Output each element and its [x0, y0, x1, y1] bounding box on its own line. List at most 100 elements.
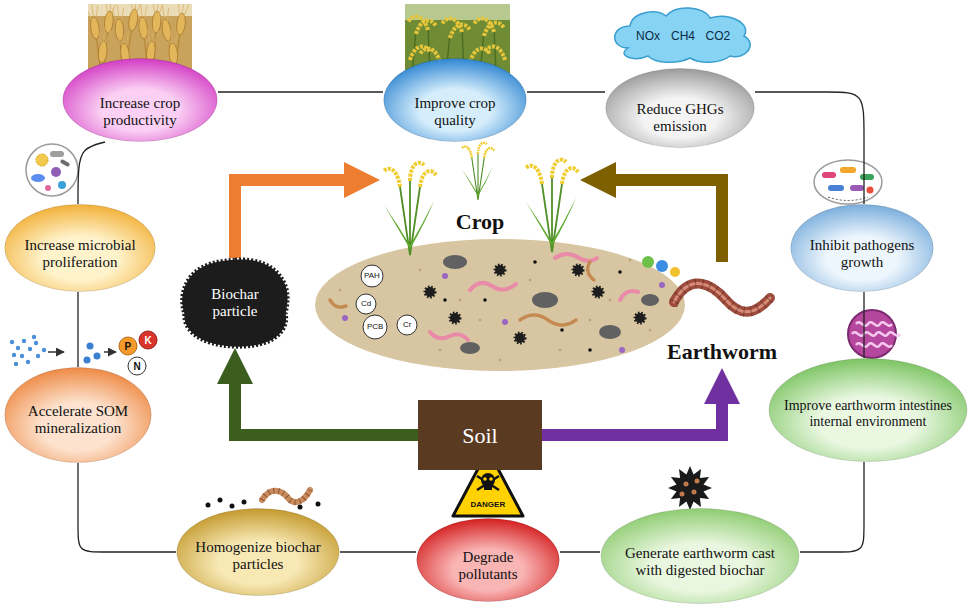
rice-photo	[485, 46, 505, 60]
soil-oval	[641, 294, 659, 306]
effect-ellipse: Improve earthworm intestines internal en…	[768, 358, 968, 462]
soil-oval	[502, 319, 508, 325]
soil-oval	[588, 348, 592, 352]
intestine-icon	[856, 343, 892, 346]
soil-oval	[515, 333, 525, 343]
text-wrap: Accelerate SOM mineralization	[21, 403, 136, 438]
som-icon	[42, 348, 46, 352]
digested-biochar-icon	[668, 466, 712, 510]
soil-oval	[339, 259, 652, 362]
loop-line	[560, 551, 600, 552]
node-text: Soil	[424, 423, 536, 448]
flow-arrow	[235, 384, 418, 435]
soil-oval	[529, 279, 532, 282]
pathogen-icon	[840, 167, 856, 173]
pathogen-icon	[822, 172, 836, 178]
microbe-icon	[50, 151, 64, 157]
som-icon	[84, 357, 91, 364]
som-icon	[10, 335, 46, 366]
loop-line	[78, 463, 176, 552]
som-icon	[139, 331, 157, 349]
soil-oval	[642, 256, 654, 268]
soil-oval	[363, 315, 387, 339]
som-icon	[32, 335, 36, 339]
worm-icon	[316, 502, 321, 507]
worm-icon	[230, 504, 235, 509]
text-wrap: Biochar particle	[195, 286, 275, 321]
ellipse-shape	[177, 508, 339, 595]
soil-oval	[339, 289, 342, 292]
microbe-icon	[58, 181, 66, 189]
ellipse-shape	[384, 58, 527, 141]
soil-oval	[430, 332, 468, 340]
node-text: Improve earthworm intestines internal en…	[781, 398, 956, 430]
pathogen-icon	[860, 174, 874, 180]
ellipse-shape	[63, 58, 217, 141]
symbol-label: Cr	[403, 321, 411, 330]
flow-arrow	[616, 180, 722, 262]
soil-oval	[656, 260, 668, 272]
text-wrap: Degrade pollutants	[438, 549, 538, 584]
worm-icon	[262, 490, 310, 502]
soil-oval	[659, 282, 665, 288]
rice-photo	[408, 16, 428, 30]
text-wrap: Generate earthworm cast with digested bi…	[615, 545, 785, 580]
symbol-label: P	[125, 341, 132, 352]
soil-oval	[315, 239, 685, 371]
pathogen-icon	[814, 160, 882, 204]
loop-line	[78, 142, 105, 204]
som-icon	[94, 353, 101, 360]
soil-oval	[315, 239, 685, 371]
ellipse-shape	[5, 367, 152, 462]
node-text: Generate earthworm cast with digested bi…	[615, 545, 785, 580]
som-icon	[128, 357, 146, 375]
text-wrap: Improve earthworm intestines internal en…	[781, 398, 956, 430]
som-icon	[20, 354, 24, 358]
worm-icon	[206, 503, 211, 508]
microbe-icon	[51, 167, 61, 177]
symbol-label: K	[145, 335, 152, 346]
symbol-label: CH4	[671, 30, 695, 43]
danger-sign	[483, 477, 487, 481]
symbol-label: NOx	[636, 30, 660, 43]
som-icon	[12, 353, 16, 357]
soil-node: Soil	[418, 400, 542, 470]
effect-ellipse: Improve crop quality	[383, 58, 527, 142]
soil-oval	[342, 315, 348, 321]
loop-line	[527, 91, 605, 92]
som-icon	[87, 343, 94, 350]
rice-plants	[384, 163, 436, 255]
soil-oval	[555, 254, 597, 261]
effect-ellipse: Degrade pollutants	[416, 518, 560, 602]
soil-oval	[533, 260, 537, 264]
node-text: Reduce GHGs emission	[625, 101, 735, 136]
digested-biochar-icon	[684, 482, 689, 487]
loop-line	[340, 551, 416, 552]
effect-ellipse: Generate earthworm cast with digested bi…	[600, 508, 800, 604]
flow-arrow	[235, 180, 344, 258]
som-icon	[28, 347, 32, 351]
text-wrap: Improve crop quality	[400, 95, 510, 130]
intestine-icon	[848, 310, 900, 358]
soil-oval	[419, 269, 422, 272]
som-icon	[14, 362, 18, 366]
effect-ellipse: Accelerate SOM mineralization	[4, 367, 152, 463]
som-icon	[10, 340, 14, 344]
microbe-icon	[45, 185, 51, 191]
soil-oval	[361, 265, 383, 287]
soil-oval	[459, 299, 462, 302]
soil-oval	[620, 291, 638, 300]
soil-oval	[430, 254, 638, 340]
soil-oval	[649, 329, 652, 332]
soil-oval	[618, 270, 622, 274]
worm-icon	[298, 505, 303, 510]
microbe-icon	[36, 154, 48, 166]
soil-oval	[425, 265, 645, 343]
ellipse-shape	[417, 518, 560, 601]
danger-sign	[489, 477, 493, 481]
digested-biochar-icon	[695, 479, 700, 484]
symbol-label: Cd	[361, 300, 371, 309]
som-icon	[22, 339, 26, 343]
soil-oval	[330, 300, 346, 307]
